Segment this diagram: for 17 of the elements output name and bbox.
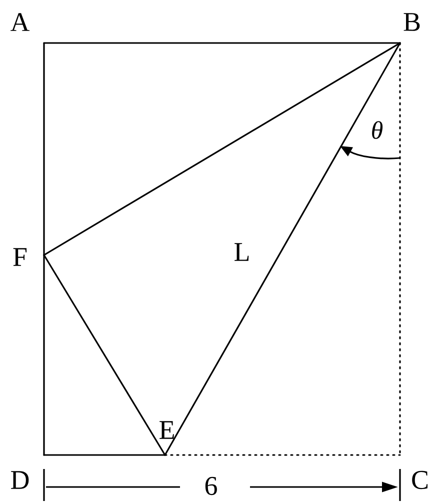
line-segment bbox=[43, 254, 166, 456]
line-segment bbox=[43, 42, 45, 456]
point-label: C bbox=[412, 470, 428, 490]
line-segment bbox=[43, 42, 401, 44]
edge-label: L bbox=[234, 243, 249, 261]
angle-label: θ bbox=[372, 121, 383, 139]
dimension-label: 6 bbox=[205, 476, 217, 496]
line-segment bbox=[164, 42, 401, 456]
line-segment bbox=[43, 42, 401, 256]
point-label: D bbox=[11, 471, 29, 489]
point-label: B bbox=[404, 13, 420, 31]
point-label: A bbox=[10, 13, 30, 31]
line-segment bbox=[164, 454, 401, 456]
point-label: F bbox=[13, 248, 27, 266]
line-segment bbox=[399, 42, 401, 456]
line-segment bbox=[43, 454, 166, 456]
point-label: E bbox=[160, 421, 174, 439]
